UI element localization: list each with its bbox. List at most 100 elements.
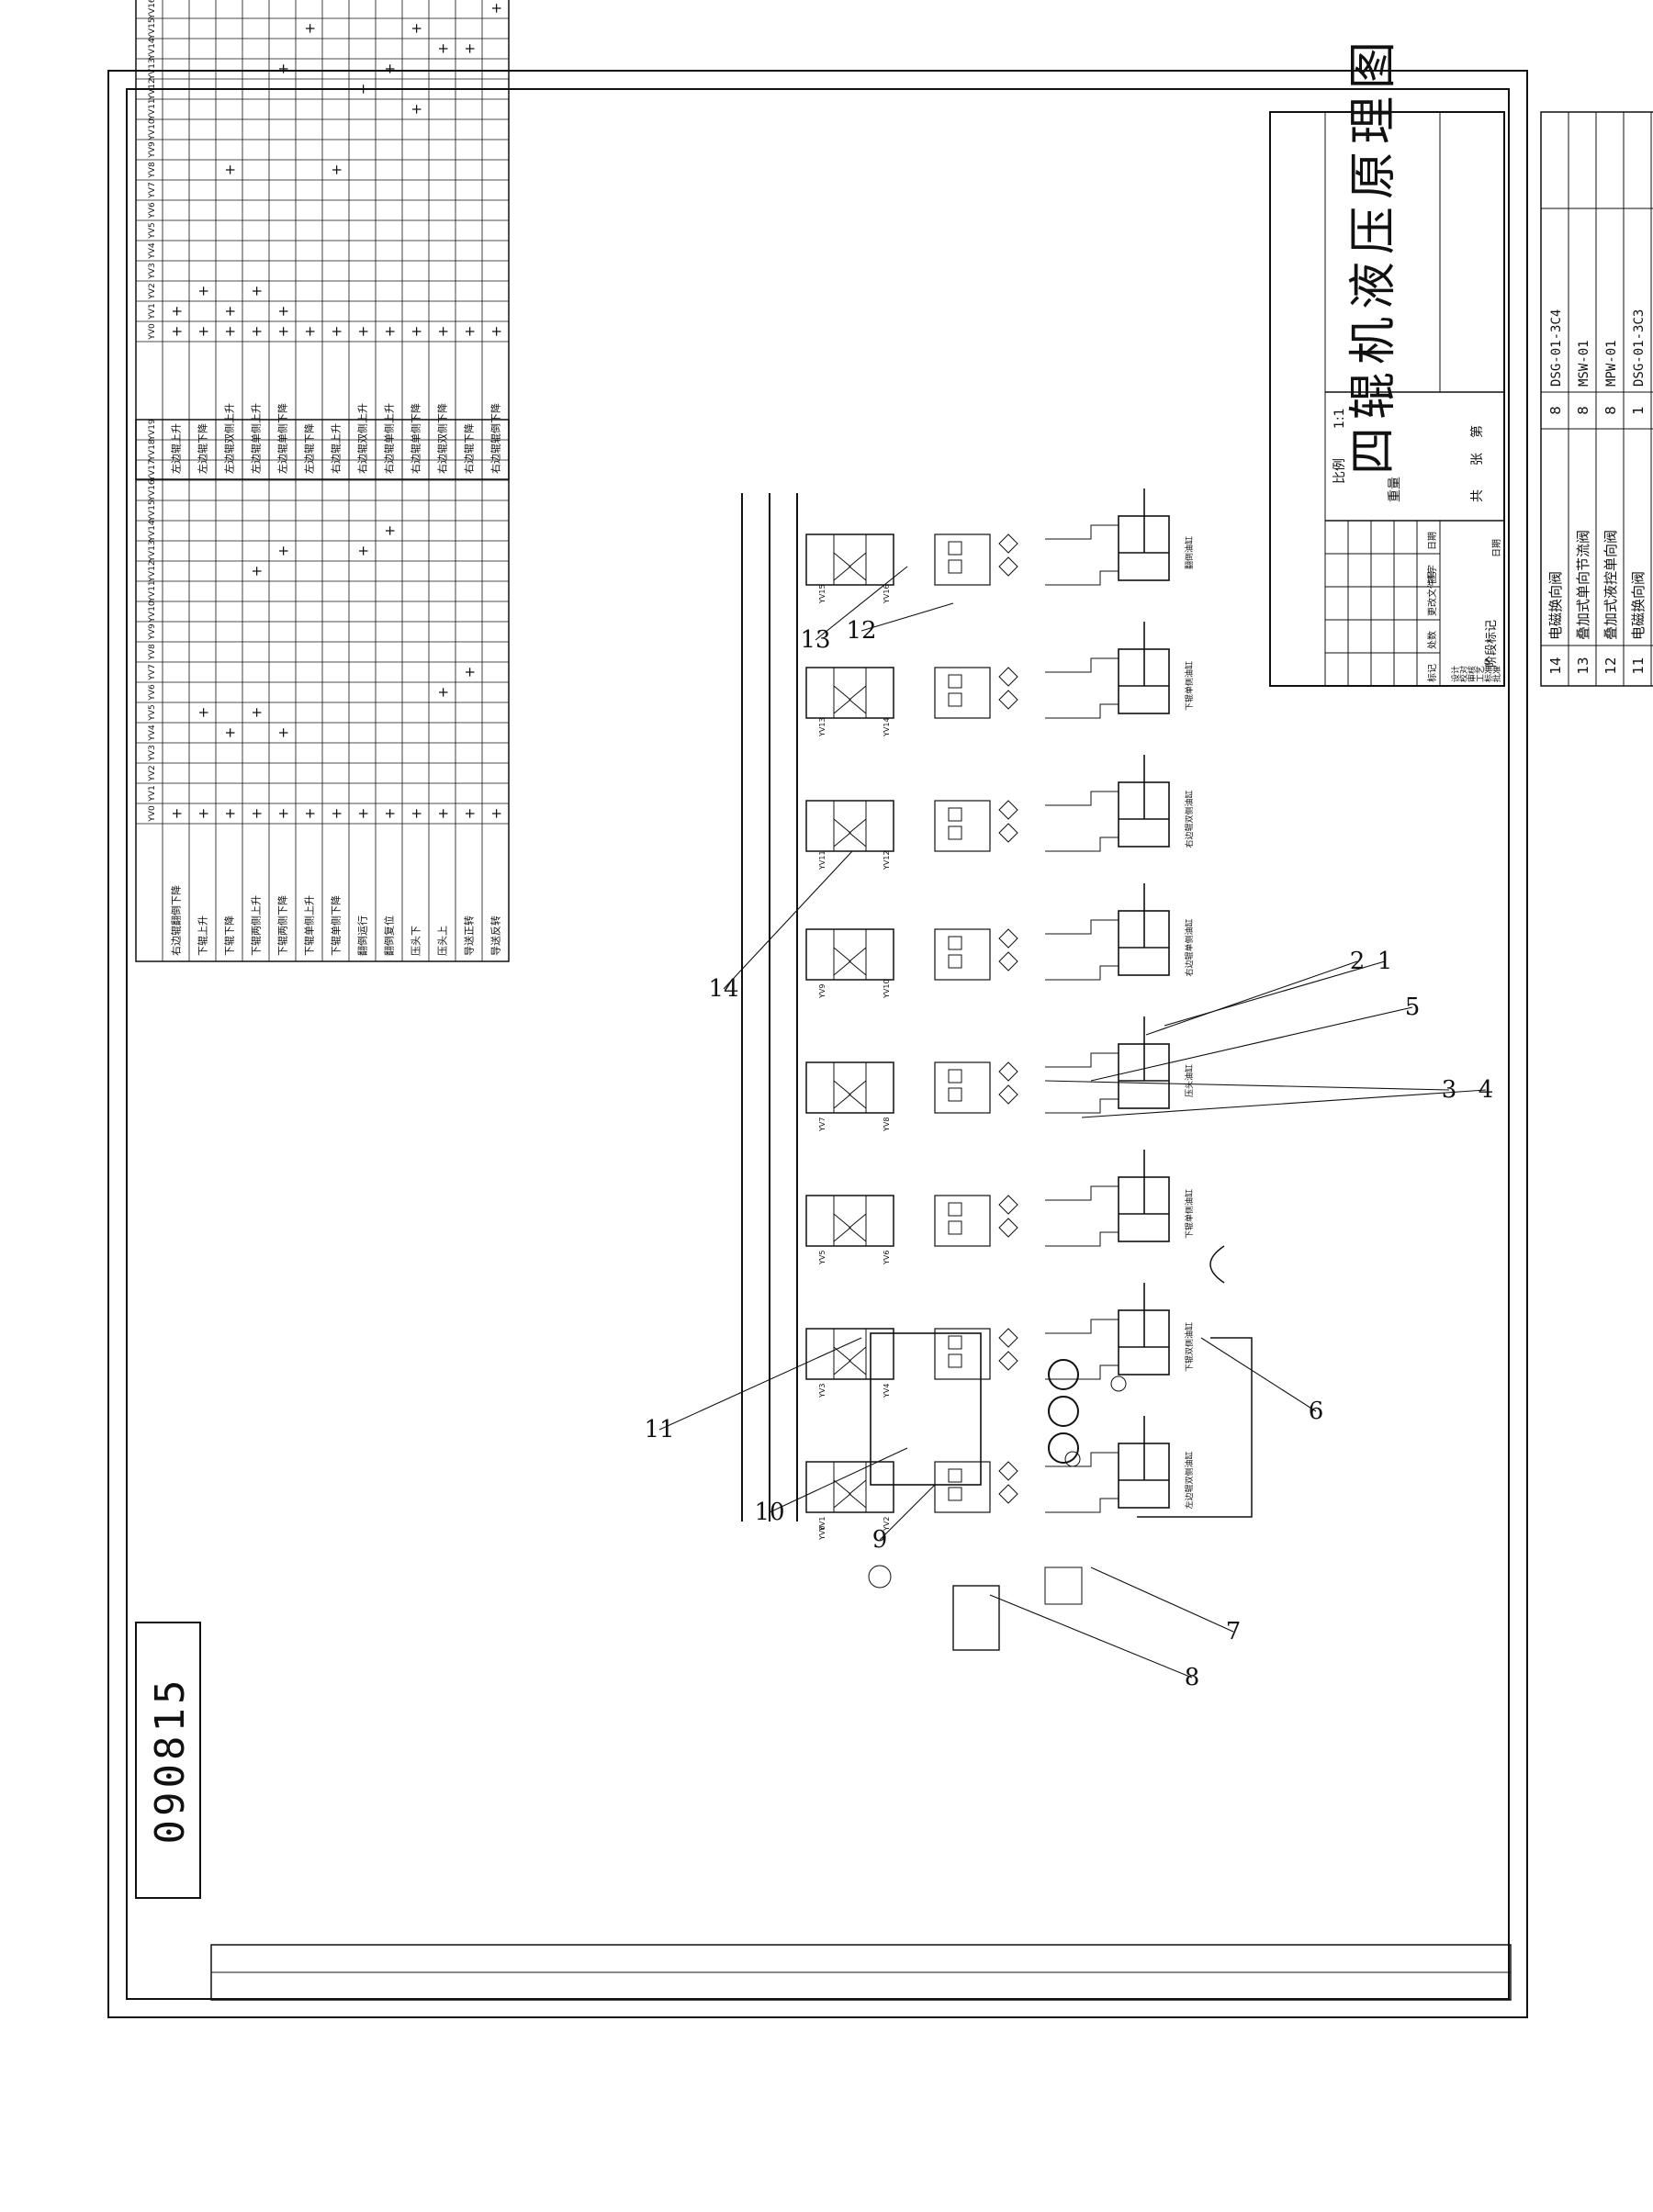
sheet-unit-label: 张 (1470, 453, 1485, 466)
action-column-header: YV10 (148, 601, 157, 623)
action-mark: + (196, 286, 212, 298)
action-mark: + (382, 808, 399, 820)
action-row-label: 下辊两侧上升 (250, 895, 263, 956)
part-qty: 8 (1602, 406, 1619, 415)
action-row-label: 右边辊下降 (463, 423, 476, 474)
callout-number: 1 (1378, 948, 1393, 975)
action-row-label: 左边辊双侧上升 (223, 403, 236, 474)
action-mark: + (329, 164, 345, 176)
action-mark: + (169, 306, 186, 318)
action-column-header: YV12 (148, 560, 157, 582)
cylinder-label: 下辊单侧油缸 (1184, 661, 1195, 711)
sheet-label: 第 (1469, 425, 1485, 438)
valve-label: YV1 (818, 1517, 826, 1532)
action-mark: + (302, 326, 319, 338)
action-column-header: YV8 (148, 162, 157, 179)
action-mark: + (222, 164, 239, 176)
valve-label: YV15 (818, 584, 826, 604)
throttle-valve (998, 1351, 1018, 1371)
part-name: 电磁换向阀 (1547, 571, 1564, 640)
part-model: MPW-01 (1604, 340, 1619, 387)
throttle-valve (998, 1218, 1018, 1238)
action-mark: + (489, 326, 505, 338)
throttle-valve (998, 1484, 1018, 1504)
action-column-header: YV14 (148, 38, 157, 60)
action-mark: + (355, 326, 372, 338)
action-column-header: YV14 (148, 520, 157, 542)
directional-valve (805, 1328, 894, 1380)
part-qty: 8 (1575, 406, 1591, 415)
action-row-label: 压头下 (410, 926, 422, 956)
action-row-label: 左边辊单侧下降 (276, 403, 289, 474)
directional-valve (805, 1061, 894, 1114)
electro-hydraulic-valve (952, 1585, 1000, 1651)
revision-header: 签字 (1426, 565, 1438, 583)
weight-label: 重量 (1388, 477, 1402, 502)
valve-label: YV4 (883, 1384, 891, 1398)
action-row-label: 右边辊双侧下降 (436, 403, 449, 474)
action-row-label: 下辊单侧下降 (330, 895, 343, 956)
action-mark: + (196, 808, 212, 820)
part-number: 11 (1630, 657, 1647, 674)
action-mark: + (489, 3, 505, 15)
part-qty: 8 (1547, 406, 1564, 415)
action-column-header: YV8 (148, 644, 157, 661)
action-column-header: YV12 (148, 78, 157, 100)
part-number: 13 (1575, 657, 1591, 674)
callout-number: 11 (644, 1416, 674, 1443)
action-column-header: YV3 (148, 263, 157, 279)
scale-value: 1:1 (1333, 408, 1347, 429)
throttle-valve (998, 1084, 1018, 1105)
cylinder-label: 压头油缸 (1184, 1064, 1195, 1097)
action-mark: + (276, 326, 292, 338)
action-row-label: 右边辊双侧上升 (356, 403, 369, 474)
action-column-header: YV13 (148, 540, 157, 562)
action-column-header: YV4 (148, 242, 157, 260)
throttle-valve (998, 556, 1018, 577)
callout-number: 12 (846, 617, 876, 645)
action-table-right: YV0YV1YV2YV3YV4YV5YV6YV7YV8YV9YV10YV11YV… (135, 0, 510, 480)
action-row-label: 下辊单侧上升 (303, 895, 316, 956)
drawing-title: 四辊机液压原理图 (1346, 34, 1401, 475)
action-mark: + (169, 326, 186, 338)
action-mark: + (302, 23, 319, 35)
callout-number: 10 (754, 1499, 784, 1526)
action-mark: + (435, 326, 452, 338)
valve-label: YV7 (818, 1117, 826, 1132)
action-column-header: YV5 (148, 222, 157, 239)
scale-label: 比例 (1333, 458, 1347, 484)
action-column-header: YV1 (148, 785, 157, 802)
action-mark: + (355, 545, 372, 557)
pilot-check-valve (934, 928, 991, 981)
directional-valve (805, 667, 894, 719)
stage-label: 阶段标记 (1485, 620, 1499, 668)
pilot-check-valve (934, 1461, 991, 1513)
action-mark: + (489, 808, 505, 820)
pressure-gauge (1110, 1375, 1127, 1392)
action-column-header: YV6 (148, 202, 157, 219)
action-mark: + (196, 707, 212, 719)
valve-label: YV6 (883, 1251, 891, 1265)
callout-number: 3 (1442, 1076, 1457, 1104)
action-column-header: YV9 (148, 141, 157, 159)
pilot-check-valve (934, 1328, 991, 1380)
action-column-header: YV13 (148, 58, 157, 80)
callout-number: 8 (1185, 1664, 1200, 1691)
action-row-label: 下辊两侧下降 (276, 895, 289, 956)
action-row-label: 右边辊单侧上升 (383, 403, 396, 474)
directional-valve (805, 533, 894, 586)
cylinder-label: 下辊双侧油缸 (1184, 1322, 1195, 1372)
callout-number: 5 (1405, 994, 1421, 1021)
action-mark: + (222, 808, 239, 820)
action-mark: + (435, 808, 452, 820)
action-mark: + (329, 326, 345, 338)
drawing-number-box: 090815 (135, 1622, 201, 1899)
action-mark: + (249, 286, 265, 298)
relief-valve (1044, 1566, 1083, 1605)
valve-label: YV13 (818, 717, 826, 737)
action-column-header: YV18 (148, 439, 157, 461)
revision-header: 处数 (1426, 631, 1438, 649)
